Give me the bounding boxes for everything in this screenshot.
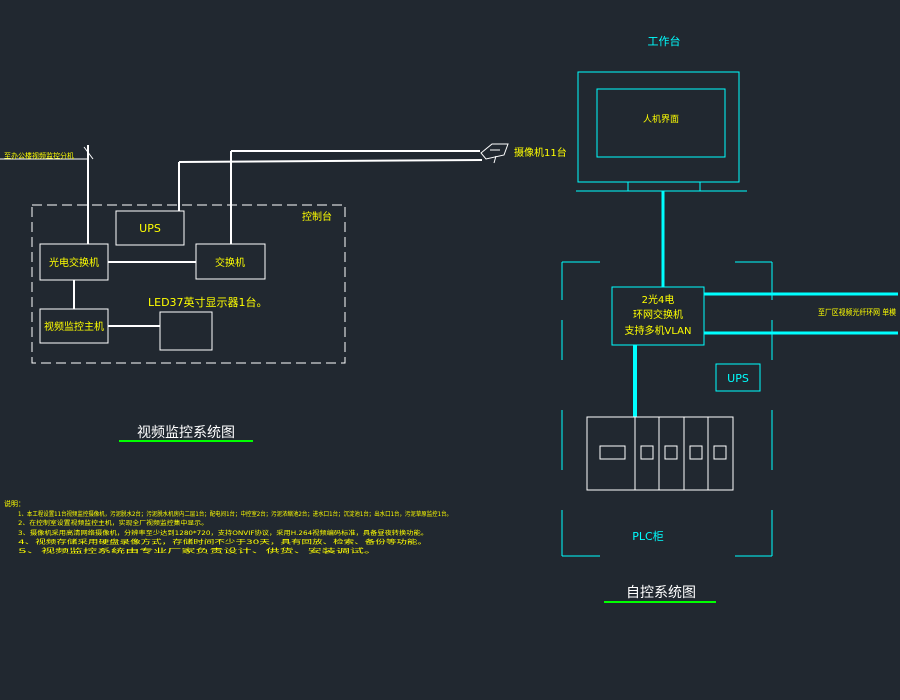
workstation-monitor xyxy=(577,71,740,183)
display-label: LED37英寸显示器1台。 xyxy=(148,295,268,309)
note-item: 5、视频监控系统由专业厂家负责设计、供货、安装调试。 xyxy=(18,547,378,555)
video-ups-label: UPS xyxy=(139,222,161,235)
ring-switch-line-3: 支持多机VLAN xyxy=(625,324,692,337)
video-system-title: 视频监控系统图 xyxy=(137,425,235,441)
camera-trunk-lower xyxy=(178,159,483,163)
camera-label: 摄像机11台 xyxy=(514,146,567,159)
nvr-host-label: 视频监控主机 xyxy=(44,320,104,333)
note-item: 2、在控制室设置视频监控主机，实现全厂视频监控集中显示。 xyxy=(18,519,208,527)
hmi-label: 人机界面 xyxy=(643,113,679,125)
plc-cabinet-label: PLC柜 xyxy=(632,530,663,543)
office-link-label: 至办公楼视频监控分机 xyxy=(4,151,74,160)
note-item: 3、摄像机采用高清网络摄像机，分辨率至少达到1280*720，支持ONVIF协议… xyxy=(18,529,428,537)
switch-label: 交换机 xyxy=(215,256,245,269)
ring-switch-line-1: 2光4电 xyxy=(642,293,675,306)
workstation-label: 工作台 xyxy=(648,34,681,48)
hmi-screen xyxy=(596,88,726,158)
note-item: 4、视频存储采用硬盘录像方式，存储时间不少于30天，具有回放、检索、备份等功能。 xyxy=(18,538,428,546)
console-enclosure xyxy=(31,204,346,364)
control-ups-label: UPS xyxy=(727,372,749,385)
automation-diagram: 工作台 人机界面 2光4电 环网交换机 支持多机VLAN xyxy=(561,34,898,603)
ring-switch-box xyxy=(611,286,705,346)
console-label: 控制台 xyxy=(302,210,332,223)
display-box xyxy=(159,311,213,351)
plant-link-label: 至厂区视频光纤环网 单模 xyxy=(818,307,896,317)
control-system-title: 自控系统图 xyxy=(626,585,696,601)
note-item: 1、本工程设置11台视频监控摄像机，污泥脱水2台；污泥脱水机房内二层1台；配电间… xyxy=(18,510,452,518)
video-surveillance-diagram: 控制台 至办公楼视频监控分机 摄像机11台 UPS 光电交换机 交换机 视 xyxy=(0,143,567,442)
ring-switch-line-2: 环网交换机 xyxy=(633,308,683,321)
plc-rack xyxy=(586,416,734,491)
camera-icon xyxy=(480,143,509,164)
plc-cabinet-enclosure xyxy=(561,261,773,557)
notes-block: 说明： 1、本工程设置11台视频监控摄像机，污泥脱水2台；污泥脱水机房内二层1台… xyxy=(4,499,452,555)
notes-heading: 说明： xyxy=(4,499,25,508)
control-ups-box xyxy=(715,363,761,392)
video-ups-box xyxy=(115,210,185,246)
optical-switch-label: 光电交换机 xyxy=(49,256,99,269)
